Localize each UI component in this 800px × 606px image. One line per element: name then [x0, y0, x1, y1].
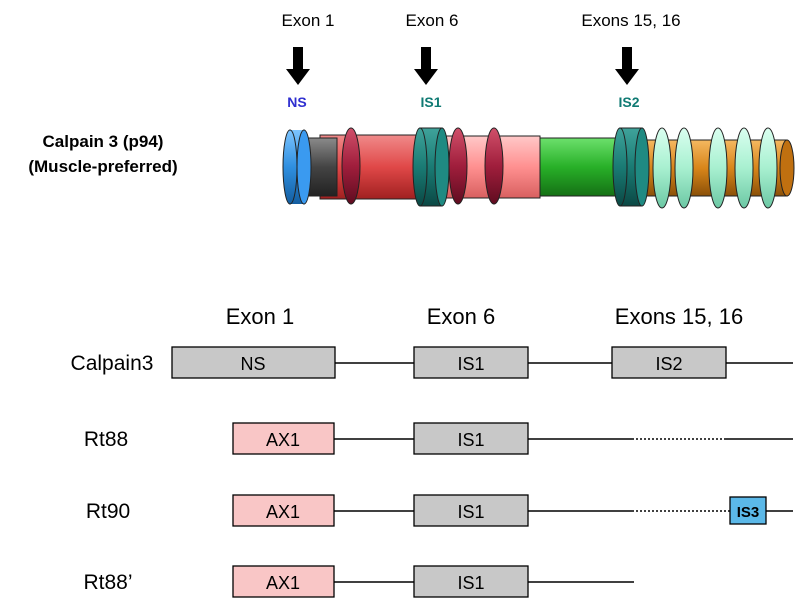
- mint-ring: [674, 127, 694, 209]
- is1-domain-back: [412, 127, 428, 207]
- exon-box-is1: [413, 565, 529, 598]
- cylinder-end-cap: [779, 139, 795, 197]
- ns-domain-cap: [282, 129, 298, 205]
- exon-box-is1: [413, 346, 529, 379]
- ns-domain-cap-front: [296, 129, 312, 205]
- isoform-row-calpain3: Calpain3 NS IS1 IS2: [71, 346, 793, 379]
- isoform-diagram: Exon 1 Exon 6 Exons 15, 16 Calpain3 NS I…: [71, 304, 793, 598]
- column-header-exon1: Exon 1: [226, 304, 295, 329]
- isoform-row-rt88-prime: Rt88’ AX1 IS1: [83, 565, 634, 598]
- marker-tag-ns: NS: [287, 94, 306, 110]
- is1-domain-front: [434, 127, 450, 207]
- mint-ring: [708, 127, 728, 209]
- exon-box-ax1: [232, 494, 335, 527]
- isoform-name: Calpain3: [71, 352, 154, 375]
- exon-box-label: IS2: [655, 354, 682, 374]
- maroon-ring: [448, 127, 468, 205]
- exon-box-ax1: [232, 565, 335, 598]
- maroon-ring: [484, 127, 504, 205]
- marker-exon-label-3: Exons 15, 16: [581, 11, 680, 30]
- down-arrow-icon: [615, 47, 639, 85]
- protein-cylinder: [282, 127, 795, 209]
- protein-label-line1: Calpain 3 (p94): [43, 132, 164, 151]
- mint-ring: [652, 127, 672, 209]
- is2-domain-front: [634, 127, 650, 207]
- exon-box-label: IS1: [457, 354, 484, 374]
- down-arrow-icon: [286, 47, 310, 85]
- protein-label-line2: (Muscle-preferred): [28, 157, 177, 176]
- isoform-row-rt90: Rt90 AX1 IS1 IS3: [86, 494, 793, 527]
- exon-box-is1: [413, 422, 529, 455]
- exon-box-label: AX1: [266, 502, 300, 522]
- protein-schematic: Exon 1 NS Exon 6 IS1 Exons 15, 16 IS2 Ca…: [28, 11, 795, 209]
- isoform-name: Rt88’: [83, 571, 132, 594]
- isoform-row-rt88: Rt88 AX1 IS1: [84, 422, 793, 455]
- exon-box-label: IS1: [457, 573, 484, 593]
- domain-segment-red: [319, 134, 431, 200]
- exon-box-ns: [171, 346, 336, 379]
- maroon-ring: [341, 127, 361, 205]
- marker-exon-label-1: Exon 1: [282, 11, 335, 30]
- down-arrow-icon: [414, 47, 438, 85]
- isoform-name: Rt90: [86, 500, 130, 523]
- column-header-exon15-16: Exons 15, 16: [615, 304, 743, 329]
- exon-box-label: IS3: [737, 504, 760, 521]
- mint-ring: [734, 127, 754, 209]
- exon-box-is1: [413, 494, 529, 527]
- mint-ring: [758, 127, 778, 209]
- exon-box-label: NS: [240, 354, 265, 374]
- exon-box-label: AX1: [266, 573, 300, 593]
- marker-tag-is1: IS1: [420, 94, 441, 110]
- exon-box-label: AX1: [266, 430, 300, 450]
- exon-box-label: IS1: [457, 502, 484, 522]
- marker-tag-is2: IS2: [618, 94, 639, 110]
- is2-domain-back: [612, 127, 628, 207]
- exon-box-ax1: [232, 422, 335, 455]
- exon-box-is3: [729, 496, 767, 525]
- isoform-name: Rt88: [84, 428, 128, 451]
- exon-box-is2: [611, 346, 727, 379]
- column-header-exon6: Exon 6: [427, 304, 496, 329]
- marker-exon-label-2: Exon 6: [406, 11, 459, 30]
- exon-box-label: IS1: [457, 430, 484, 450]
